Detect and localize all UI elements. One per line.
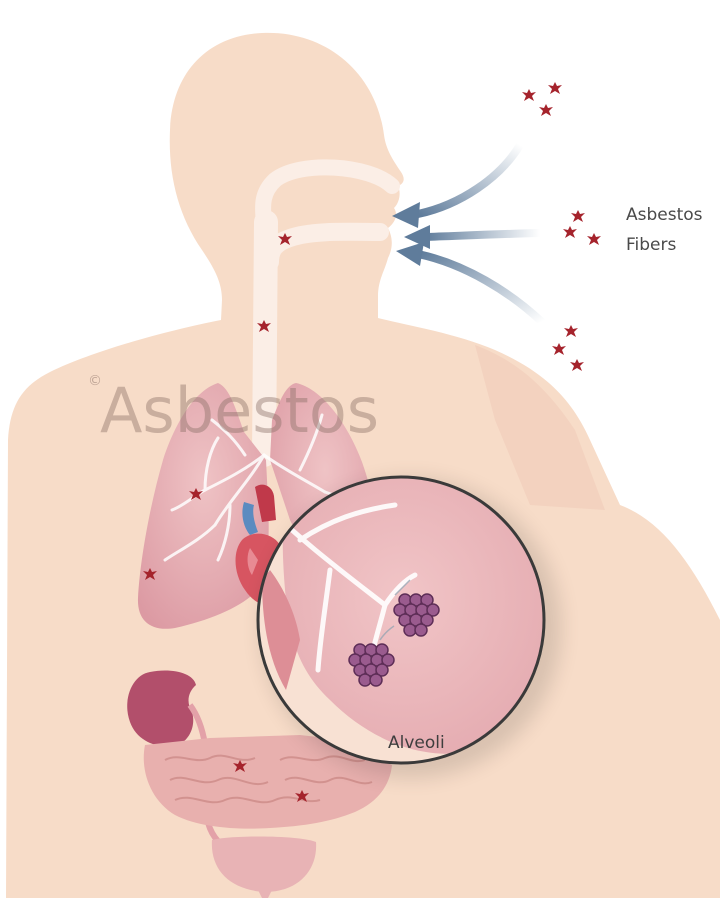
fiber-particle (522, 89, 536, 101)
fiber-particle (539, 104, 553, 116)
arrow-lower-head (396, 242, 424, 266)
arrow-upper (418, 145, 520, 214)
watermark-text: Asbestos (100, 374, 379, 447)
watermark: © Asbestos (88, 373, 379, 447)
arrow-upper-head (392, 202, 420, 228)
fiber-particle (564, 325, 578, 337)
asbestos-fibers-label: Asbestos Fibers (626, 205, 703, 255)
asbestos-label-line2: Fibers (626, 235, 677, 255)
fiber-particle (548, 82, 562, 94)
asbestos-label-line1: Asbestos (626, 205, 703, 225)
fiber-particle (587, 233, 601, 245)
fiber-particle (563, 226, 577, 238)
fiber-particle (571, 210, 585, 222)
arrow-middle (425, 233, 540, 237)
arrow-lower (418, 254, 542, 322)
fiber-particle (552, 343, 566, 355)
airflow-arrows (392, 145, 542, 322)
alveoli-label: Alveoli (388, 733, 445, 753)
fiber-particle (570, 359, 584, 371)
